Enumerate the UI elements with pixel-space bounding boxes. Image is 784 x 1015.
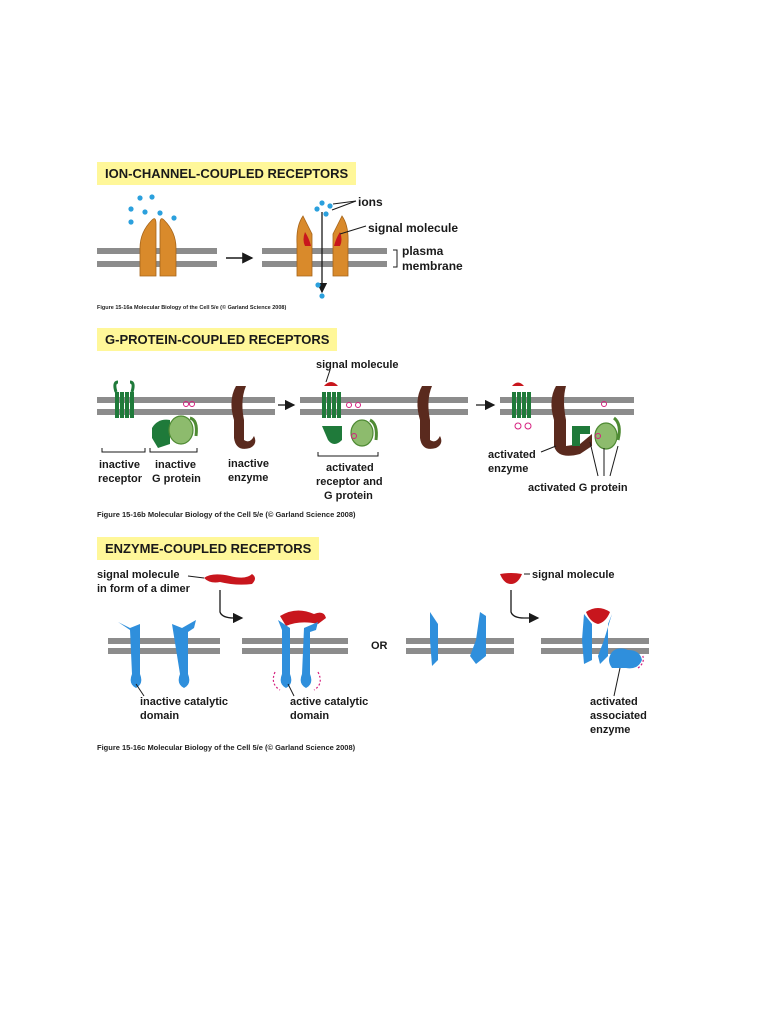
enzyme-title: ENZYME-COUPLED RECEPTORS [97, 537, 320, 560]
label-signal-dimer-1: signal molecule [97, 569, 180, 581]
membrane [97, 248, 387, 267]
closed-ion-channel [139, 218, 177, 277]
label-plasma: plasma [402, 244, 444, 258]
inactive-g-protein [152, 415, 198, 448]
label-activated-enzyme-1: activated [488, 449, 536, 461]
label-activated-1: activated [326, 462, 374, 474]
label-inactive-enzyme-2: enzyme [228, 472, 268, 484]
label-assoc-3: enzyme [590, 724, 630, 736]
label-inactive-catalytic-2: domain [140, 710, 179, 722]
caption-a: Figure 15-16a Molecular Biology of the C… [97, 305, 287, 311]
label-assoc-2: associated [590, 710, 647, 722]
label-signal-molecule-b: signal molecule [316, 359, 399, 371]
open-ion-channel [296, 212, 349, 294]
panel-a [97, 194, 398, 299]
label-inactive-gprotein-1: inactive [155, 459, 196, 471]
label-inactive-receptor-1: inactive [99, 459, 140, 471]
label-ions: ions [358, 195, 383, 209]
panel-c [108, 573, 649, 697]
signal-molecule-bound [324, 382, 338, 386]
inactive-enzyme [231, 386, 256, 449]
label-inactive-receptor-2: receptor [98, 473, 143, 485]
label-assoc-1: activated [590, 696, 638, 708]
label-activated-2: receptor and [316, 476, 383, 488]
label-signal-dimer-2: in form of a dimer [97, 583, 191, 595]
label-activated-gprotein: activated G protein [528, 482, 628, 494]
label-signal-molecule-a: signal molecule [368, 221, 458, 235]
ions-flow [314, 200, 333, 299]
signal-molecule [303, 232, 311, 246]
receptor-associated-enzyme [582, 608, 642, 669]
label-active-catalytic-2: domain [290, 710, 329, 722]
activated-g-protein-bound [350, 418, 378, 447]
caption-c: Figure 15-16c Molecular Biology of the C… [97, 743, 356, 752]
g-protein-title: G-PROTEIN-COUPLED RECEPTORS [97, 328, 338, 351]
ion-channel-title: ION-CHANNEL-COUPLED RECEPTORS [97, 162, 357, 185]
activated-receptor [322, 392, 342, 444]
membrane [97, 397, 634, 415]
label-inactive-enzyme-1: inactive [228, 458, 269, 470]
label-signal-molecule-c: signal molecule [532, 569, 615, 581]
label-activated-enzyme-2: enzyme [488, 463, 528, 475]
leader-lines-a [331, 200, 398, 268]
label-activated-3: G protein [324, 490, 373, 502]
ions-cluster [128, 194, 177, 225]
signal-dimer [204, 574, 255, 585]
label-or: OR [371, 640, 388, 652]
label-membrane: membrane [402, 259, 463, 273]
activated-g-protein [572, 416, 621, 450]
signal-monomer [500, 573, 522, 584]
label-inactive-catalytic-1: inactive catalytic [140, 696, 228, 708]
label-active-catalytic-1: active catalytic [290, 696, 368, 708]
active-enzyme-receptor [278, 610, 326, 688]
receptor-unbound [430, 612, 486, 666]
inactive-enzyme-receptor [118, 620, 196, 688]
caption-b: Figure 15-16b Molecular Biology of the C… [97, 510, 356, 519]
membrane [108, 638, 649, 654]
label-inactive-gprotein-2: G protein [152, 473, 201, 485]
panel-b [97, 369, 634, 477]
activated-enzyme [551, 386, 592, 456]
inactive-receptor [113, 380, 135, 418]
